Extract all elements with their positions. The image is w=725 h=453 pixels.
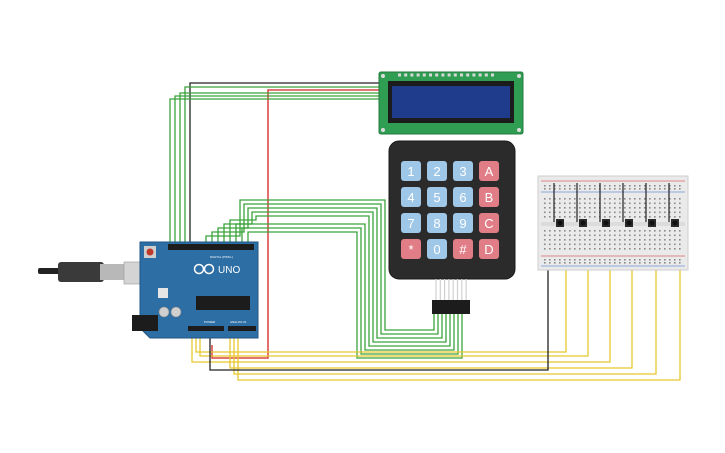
lcd-screen bbox=[392, 86, 510, 118]
push-button[interactable] bbox=[599, 183, 610, 227]
keypad-key-0-2[interactable]: 3 bbox=[453, 161, 473, 181]
keypad-key-label: 9 bbox=[459, 216, 466, 231]
keypad-4x4: 1 2 3 A 4 5 6 B 7 8 9 C * 0 # D bbox=[388, 140, 516, 314]
keypad-key-2-2[interactable]: 9 bbox=[453, 213, 473, 233]
wires bbox=[169, 82, 681, 381]
power-header-label: POWER bbox=[204, 320, 216, 324]
keypad-key-label: # bbox=[459, 242, 467, 257]
keypad-key-2-3[interactable]: C bbox=[479, 213, 499, 233]
push-button[interactable] bbox=[622, 183, 633, 227]
keypad-key-3-3[interactable]: D bbox=[479, 239, 499, 259]
wire-black-breadboard-gnd bbox=[209, 248, 549, 371]
wire-red-lcd-vcc bbox=[211, 89, 380, 359]
keypad-key-label: C bbox=[484, 216, 493, 231]
push-button[interactable] bbox=[645, 183, 656, 227]
keypad-key-label: * bbox=[408, 242, 413, 257]
keypad-keys: 1 2 3 A 4 5 6 B 7 8 9 C * 0 # D bbox=[401, 161, 499, 259]
keypad-key-label: D bbox=[484, 242, 493, 257]
keypad-key-3-2[interactable]: # bbox=[453, 239, 473, 259]
digital-header-label: DIGITAL (PWM~) bbox=[210, 255, 233, 259]
keypad-key-label: 0 bbox=[433, 242, 440, 257]
keypad-key-1-3[interactable]: B bbox=[479, 187, 499, 207]
keypad-key-label: 3 bbox=[459, 164, 466, 179]
keypad-key-3-0[interactable]: * bbox=[401, 239, 421, 259]
keypad-key-1-0[interactable]: 4 bbox=[401, 187, 421, 207]
arduino-logo-icon bbox=[193, 263, 215, 275]
arduino-brand-label: UNO bbox=[218, 265, 240, 276]
keypad-key-0-3[interactable]: A bbox=[479, 161, 499, 181]
keypad-key-3-1[interactable]: 0 bbox=[427, 239, 447, 259]
keypad-wires bbox=[205, 199, 463, 359]
wire-green-lcd-2 bbox=[179, 92, 380, 245]
keypad-key-label: 5 bbox=[433, 190, 440, 205]
wire-green-lcd-3 bbox=[174, 95, 380, 245]
analog-header-label: ANALOG IN bbox=[230, 320, 246, 324]
usb-cable bbox=[38, 261, 145, 285]
keypad-key-label: 2 bbox=[433, 164, 440, 179]
keypad-key-0-0[interactable]: 1 bbox=[401, 161, 421, 181]
keypad-key-2-1[interactable]: 8 bbox=[427, 213, 447, 233]
push-button[interactable] bbox=[668, 183, 679, 227]
wire-green-lcd-4 bbox=[169, 98, 380, 245]
push-button[interactable] bbox=[576, 183, 587, 227]
keypad-key-label: 1 bbox=[407, 164, 414, 179]
wire-green-lcd-1 bbox=[184, 86, 380, 245]
keypad-key-label: 8 bbox=[433, 216, 440, 231]
push-button[interactable] bbox=[553, 183, 564, 227]
keypad-key-1-2[interactable]: 6 bbox=[453, 187, 473, 207]
lcd-pin-header bbox=[398, 73, 494, 77]
push-buttons bbox=[553, 183, 679, 227]
keypad-key-label: B bbox=[485, 190, 494, 205]
keypad-key-0-1[interactable]: 2 bbox=[427, 161, 447, 181]
keypad-key-label: 4 bbox=[407, 190, 414, 205]
keypad-key-1-1[interactable]: 5 bbox=[427, 187, 447, 207]
lcd-display bbox=[378, 71, 524, 135]
keypad-key-2-0[interactable]: 7 bbox=[401, 213, 421, 233]
keypad-key-label: 7 bbox=[407, 216, 414, 231]
keypad-key-label: A bbox=[485, 164, 494, 179]
keypad-key-label: 6 bbox=[459, 190, 466, 205]
wire-black-lcd-gnd bbox=[189, 82, 380, 245]
breadboard bbox=[537, 175, 689, 271]
button-wires bbox=[191, 248, 681, 381]
arduino-uno-board: UNO DIGITAL (PWM~) POWER ANALOG IN bbox=[132, 241, 259, 339]
